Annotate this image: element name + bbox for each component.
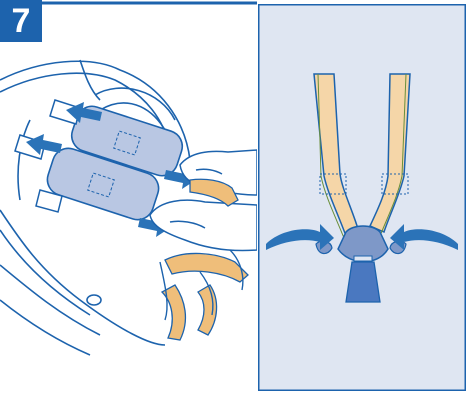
step-number-badge: 7 bbox=[0, 0, 42, 42]
left-illustration bbox=[0, 0, 257, 393]
detail-panel bbox=[258, 4, 466, 391]
